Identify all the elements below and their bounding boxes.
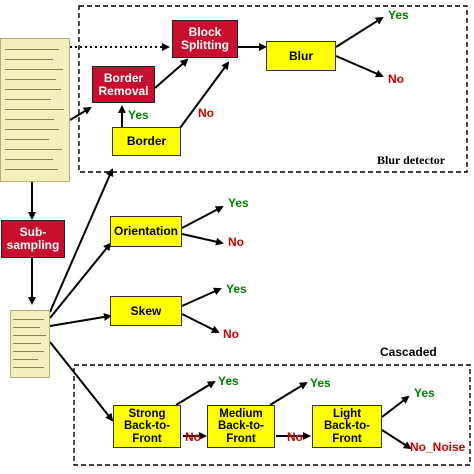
subsampled-document-image [10,310,50,378]
border-removal-label: Border Removal [98,70,149,98]
skew-yes-arrow [181,287,222,307]
strong-yes-label: Yes [218,374,239,388]
orientation-no-label: No [228,235,244,249]
small-doc-to-orientation-arrow [49,242,112,319]
blur-detector-caption: Blur detector [377,153,446,167]
block-splitting-box: Block Splitting [172,20,238,58]
light-back-to-front-label: Light Back-to- Front [323,408,370,445]
block-splitting-label: Block Splitting [181,25,229,52]
sub-sampling-label: Sub- sampling [6,225,60,252]
blur-no-label: No [388,72,404,86]
border-yes-label: Yes [128,108,149,122]
border-removal-to-block-splitting-arrow [154,58,189,89]
skew-no-arrow [181,313,220,333]
strong-no-label: No [185,430,201,444]
medium-back-to-front-box: Medium Back-to- Front [207,405,275,448]
light-yes-arrow [381,395,410,418]
sub-sampling-box: Sub- sampling [1,220,65,258]
orientation-yes-label: Yes [228,196,249,210]
light-yes-label: Yes [414,386,435,400]
strong-back-to-front-label: Strong Back-to- Front [123,408,170,445]
blur-yes-label: Yes [388,8,409,22]
small-doc-to-skew-arrow [49,313,112,327]
blur-yes-arrow [335,16,384,48]
orientation-yes-arrow [181,206,224,229]
light-no-arrow [381,429,412,450]
medium-no-label: No [287,430,303,444]
orientation-box: Orientation [110,216,182,247]
border-to-block-splitting-arrow [179,61,230,129]
medium-yes-arrow [269,381,308,406]
light-no-label: No_Noise [410,440,466,454]
medium-back-to-front-label: Medium Back-to- Front [217,408,264,445]
blur-box: Blur [266,41,336,71]
original-document-image [0,38,70,182]
blur-detector-frame [78,5,468,173]
border-no-label: No [198,106,214,120]
border-removal-box: Border Removal [92,66,155,103]
light-back-to-front-box: Light Back-to- Front [312,405,382,448]
skew-yes-label: Yes [226,282,247,296]
cascaded-caption: Cascaded [380,345,437,359]
skew-label: Skew [130,303,162,318]
medium-yes-label: Yes [310,376,331,390]
border-box: Border [112,127,181,156]
blur-no-arrow [335,55,384,78]
doc-to-border-removal-arrow [69,106,92,121]
strong-yes-arrow [175,380,216,406]
blur-label: Blur [289,48,313,63]
skew-no-label: No [223,327,239,341]
border-label: Border [126,134,167,149]
strong-back-to-front-box: Strong Back-to- Front [113,405,181,448]
skew-box: Skew [110,296,182,326]
small-doc-to-border-arrow [49,168,114,313]
orientation-no-arrow [181,233,224,246]
small-doc-to-strong-arrow [49,341,114,422]
orientation-label: Orientation [113,224,178,239]
